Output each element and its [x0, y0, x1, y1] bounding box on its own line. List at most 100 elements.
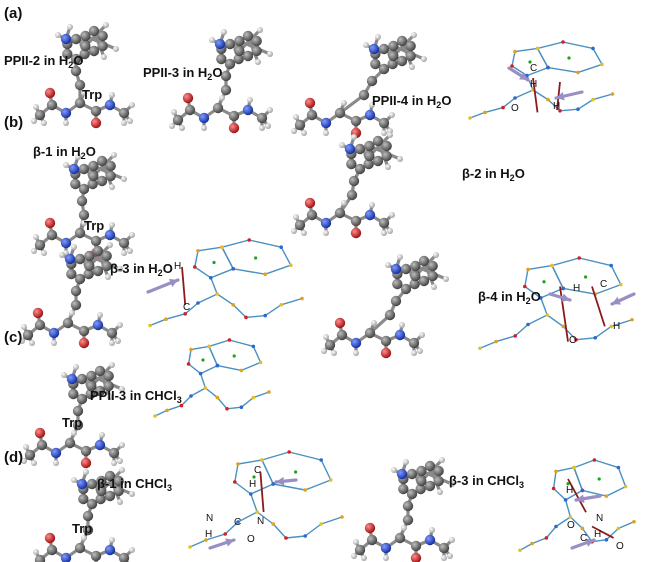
atom-c — [381, 150, 392, 162]
atom-n-beta3-chcl3: N — [596, 513, 604, 524]
residue-label-ppii3-chcl3: Trp — [62, 415, 83, 430]
atom-c — [96, 485, 107, 497]
atom-o — [182, 92, 194, 104]
atom-h — [417, 348, 423, 354]
atom-h — [201, 125, 207, 131]
atom-c — [80, 40, 91, 52]
label-ppii3: PPII-3 in H2O — [143, 65, 223, 82]
atom-h — [381, 130, 387, 136]
atom-h — [363, 42, 369, 48]
model-beta1-chcl3 — [33, 467, 135, 562]
aim-ppii3-chcl3 — [153, 338, 271, 418]
atom-c — [72, 419, 84, 431]
atom-h — [117, 458, 123, 464]
atom-h — [63, 162, 69, 168]
atom-c — [64, 437, 76, 449]
atom-h — [109, 537, 115, 543]
atom-n — [396, 468, 408, 480]
atom-h — [109, 92, 115, 98]
atom-c — [34, 109, 46, 121]
atom-h — [441, 555, 447, 561]
arrow-beta1-chcl3-b — [208, 538, 236, 550]
atom-o — [304, 97, 316, 109]
atom-c — [103, 370, 114, 382]
atom-o — [44, 532, 56, 544]
atom-h — [21, 458, 27, 464]
atom-o — [304, 197, 316, 209]
arrow-beta3-chcl3-a — [574, 494, 602, 503]
model-ppii3 — [169, 27, 273, 134]
atom-h — [371, 320, 377, 326]
atom-c — [378, 43, 390, 55]
model-beta2 — [291, 132, 403, 239]
model-beta1 — [31, 152, 135, 259]
bond-path — [591, 286, 606, 327]
panel-label-a: (a) — [4, 5, 23, 22]
atom-h — [267, 51, 273, 57]
atom-c — [87, 178, 98, 190]
atom-c — [72, 405, 84, 417]
atom-h — [369, 102, 375, 108]
atom-c — [364, 327, 376, 339]
atom-c — [96, 155, 108, 167]
atom-h — [411, 350, 417, 356]
atom-c — [62, 317, 74, 329]
atom-h — [127, 248, 133, 254]
label-beta2: β-2 in H2O — [462, 166, 525, 183]
atom-c — [410, 260, 421, 272]
atom-c-beta3-chcl3: C — [580, 533, 588, 544]
atom-h — [69, 310, 75, 316]
atom-h — [291, 128, 297, 134]
atom-h — [67, 24, 73, 30]
atom-h — [361, 555, 367, 561]
arrow-beta3-chcl3-b — [570, 538, 596, 550]
atom-n — [198, 112, 210, 124]
atom-h — [353, 539, 359, 545]
atom-h — [321, 348, 327, 354]
atom-c — [103, 380, 114, 392]
atom-o — [334, 317, 346, 329]
atom-h — [83, 469, 89, 475]
atom-h — [291, 228, 297, 234]
atom-h — [437, 489, 443, 495]
atom-c — [388, 50, 399, 62]
atom-h — [387, 228, 393, 234]
atom-n — [380, 542, 392, 554]
atom-n2-beta1-chcl3: N — [257, 516, 265, 527]
aim-beta4 — [478, 256, 634, 351]
atom-h — [119, 386, 125, 392]
atom-c — [79, 48, 90, 60]
atom-h — [389, 212, 395, 218]
atom-h — [403, 459, 409, 465]
atom-c — [396, 35, 408, 47]
atom-c — [346, 189, 358, 201]
atom-c — [113, 485, 124, 497]
atom-o-beta3-chcl3: O — [567, 520, 575, 531]
atom-n — [394, 329, 406, 341]
atom-n — [66, 373, 78, 385]
atom-h — [31, 118, 37, 124]
atom-c — [384, 309, 396, 321]
atom-h — [29, 340, 35, 346]
atom-h — [247, 97, 253, 103]
atom-c — [402, 500, 414, 512]
atom-o2-beta3-chcl3: O — [616, 541, 624, 552]
atom-c — [410, 270, 421, 282]
atom-c — [78, 183, 90, 195]
atom-h — [429, 527, 435, 533]
atom-h — [401, 525, 407, 531]
atom-h — [431, 284, 437, 290]
atom-c — [346, 158, 357, 170]
atom-h — [391, 467, 397, 473]
atom-c — [378, 63, 390, 75]
atom-c — [334, 107, 346, 119]
atom-c-beta3: C — [183, 302, 191, 313]
atom-n — [104, 544, 116, 556]
atom-h — [129, 102, 135, 108]
aim-beta1-chcl3 — [188, 450, 344, 549]
atom-c — [406, 488, 418, 500]
atom-n-beta1-chcl3: N — [206, 513, 214, 524]
atom-c — [78, 325, 90, 337]
atom-o — [44, 217, 56, 229]
atom-h — [421, 56, 427, 62]
